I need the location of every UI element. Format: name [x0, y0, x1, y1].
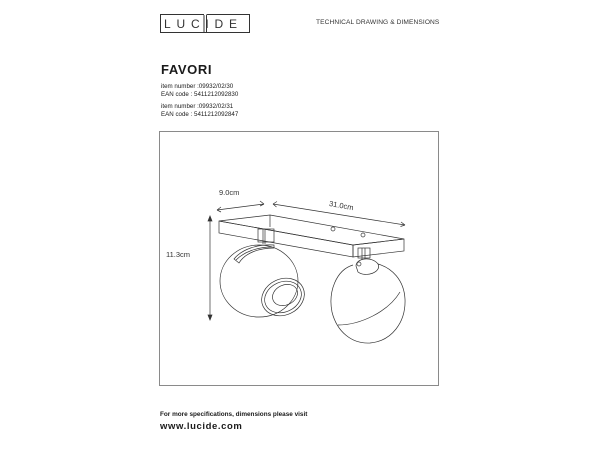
- lamp-drawing-icon: [207, 200, 406, 344]
- brand-text: LUCIDE: [164, 17, 243, 31]
- variant-info-1: item number :09932/02/30 EAN code : 5411…: [161, 83, 238, 98]
- document-subtitle: TECHNICAL DRAWING & DIMENSIONS: [316, 19, 440, 26]
- footer-note: For more specifications, dimensions plea…: [160, 411, 308, 418]
- variant-info-2: item number :09932/02/31 EAN code : 5411…: [161, 103, 238, 118]
- brand-logo: LUCIDE: [160, 14, 250, 33]
- item-number: item number :09932/02/31: [161, 103, 234, 110]
- technical-drawing: 9.0cm 31.0cm 11.3cm: [159, 131, 439, 386]
- height-dimension-label: 11.3cm: [166, 250, 191, 259]
- width-dimension-label: 9.0cm: [219, 188, 240, 197]
- website-link[interactable]: www.lucide.com: [160, 421, 243, 432]
- lucide-logo-icon: LUCIDE: [160, 14, 250, 33]
- item-number: item number :09932/02/30: [161, 83, 234, 90]
- ean-code: EAN code : 5411212092830: [161, 90, 239, 98]
- ean-code: EAN code : 5411212092847: [161, 110, 239, 118]
- product-title: FAVORI: [161, 62, 213, 77]
